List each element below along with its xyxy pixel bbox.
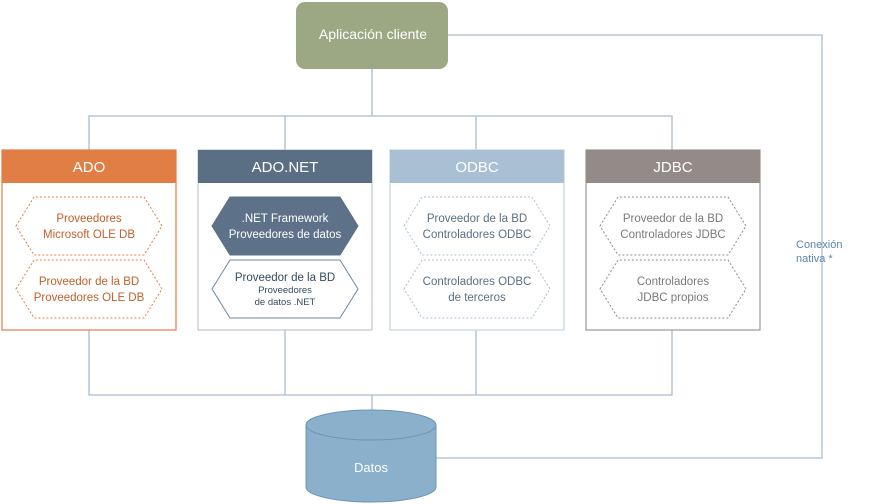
column-header <box>2 150 176 183</box>
native-connection-line1: Conexión <box>796 239 842 251</box>
column-header <box>586 150 760 183</box>
provider-label-line: de terceros <box>448 292 506 304</box>
column-odbc: ODBC Proveedor de la BD Controladores ODBC… <box>389 149 565 331</box>
client-application-node: Aplicación cliente <box>296 2 448 69</box>
provider-label-line: Proveedor de la BD <box>39 276 139 288</box>
provider-label-line: de datos .NET <box>255 297 316 308</box>
column-title: ADO <box>73 159 106 176</box>
connector-bottom-bus <box>88 330 673 396</box>
connector-bottom-drops <box>284 330 477 395</box>
driver-provider-hexagon <box>403 196 551 256</box>
native-connection-line2: nativa * <box>796 253 833 265</box>
provider-label-line: Microsoft OLE DB <box>43 229 135 241</box>
provider-label-line: Proveedor de la BD <box>623 213 723 225</box>
connector-top-bus <box>88 115 673 150</box>
provider-label-line: Controladores JDBC <box>620 229 725 241</box>
database-cylinder-top <box>305 409 437 441</box>
driver-provider-hexagon <box>15 259 163 319</box>
provider-label-line: Proveedores OLE DB <box>34 292 145 304</box>
client-application-box <box>296 2 448 69</box>
database-node: Datos <box>305 409 437 503</box>
native-connection-label: Conexión nativa * <box>796 239 842 265</box>
provider-label-line: Proveedor de la BD <box>235 272 335 284</box>
provider-label-line: Proveedores <box>56 213 121 225</box>
provider-label-line: Proveedor de la BD <box>427 213 527 225</box>
provider-label-line: Proveedores de datos <box>229 229 342 241</box>
database-cylinder-body <box>305 424 437 503</box>
provider-label-line: .NET Framework <box>242 213 329 225</box>
provider-label-line: Controladores <box>637 276 709 288</box>
driver-provider-hexagon <box>211 259 359 319</box>
driver-provider-hexagon <box>599 259 747 319</box>
driver-provider-hexagon <box>15 196 163 256</box>
provider-label-line: JDBC propios <box>638 292 709 304</box>
column-title: JDBC <box>653 159 692 176</box>
column-title: ADO.NET <box>252 159 319 176</box>
client-application-label: Aplicación cliente <box>319 26 427 42</box>
column-jdbc: JDBC Proveedor de la BD Controladores JDBC… <box>585 149 761 331</box>
connector-lines <box>88 34 823 459</box>
provider-label-line: Controladores ODBC <box>423 276 532 288</box>
driver-provider-hexagon <box>599 196 747 256</box>
database-label: Datos <box>354 460 388 475</box>
connector-native <box>436 34 823 459</box>
provider-label-line: Controladores ODBC <box>423 229 532 241</box>
provider-label-line: Proveedores <box>258 285 312 296</box>
connector-top-drops <box>284 116 477 150</box>
column-title: ODBC <box>455 159 499 176</box>
column-header <box>390 150 564 183</box>
driver-provider-hexagon <box>403 259 551 319</box>
column-header <box>198 150 372 183</box>
driver-provider-hexagon <box>211 196 359 256</box>
